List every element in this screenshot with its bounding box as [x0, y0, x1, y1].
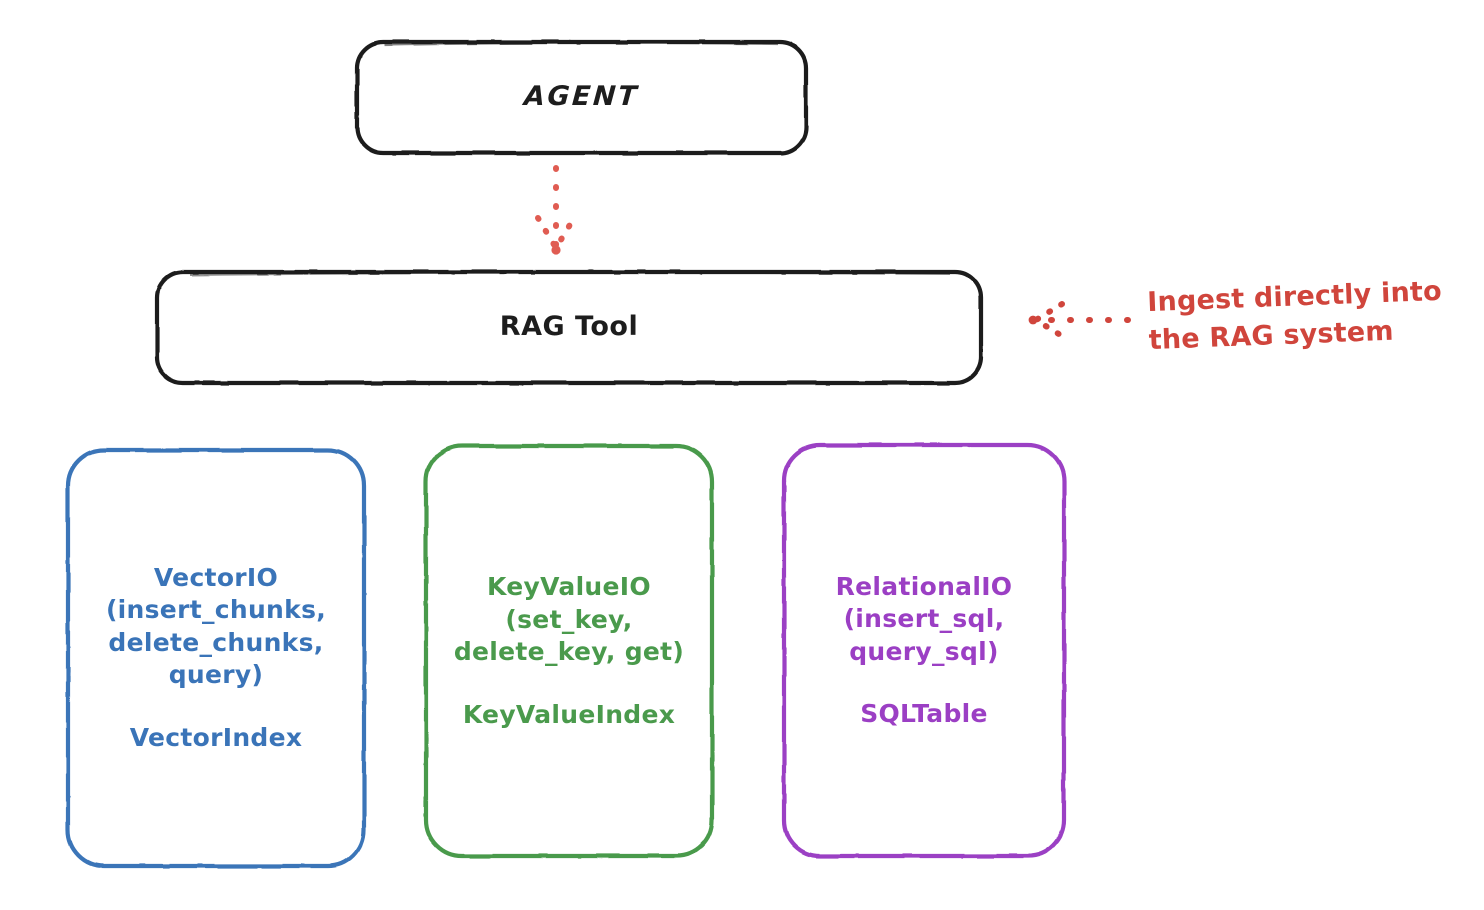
relational-io-card-outline [781, 442, 1067, 859]
relational-io-node[interactable]: RelationalIO (insert_sql, query_sql) SQL… [784, 445, 1064, 856]
ingest-annotation-text: Ingest directly into the RAG system [1146, 275, 1443, 357]
vector-io-api-label: VectorIO (insert_chunks, delete_chunks, … [105, 562, 327, 690]
agent-label: AGENT [522, 81, 641, 113]
vector-index-label: VectorIndex [129, 722, 303, 752]
key-value-io-api-label: KeyValueIO (set_key, delete_key, get) [453, 572, 685, 666]
sql-table-label: SQLTable [860, 699, 988, 728]
agent-box-outline [354, 39, 809, 156]
relational-io-api-label: RelationalIO (insert_sql, query_sql) [835, 571, 1013, 666]
rag-tool-label: RAG Tool [499, 311, 639, 343]
vector-io-node[interactable]: VectorIO (insert_chunks, delete_chunks, … [68, 450, 364, 866]
key-value-io-node[interactable]: KeyValueIO (set_key, delete_key, get) Ke… [426, 446, 712, 856]
agent-node[interactable]: AGENT [357, 42, 806, 153]
ingest-dotted-arrow [1028, 301, 1131, 339]
agent-to-rag-dotted-arrow [535, 165, 577, 255]
rag-tool-node[interactable]: RAG Tool [157, 272, 981, 383]
key-value-index-label: KeyValueIndex [462, 699, 676, 729]
key-value-io-card-outline [423, 443, 715, 859]
vector-io-card-outline [65, 447, 367, 869]
rag-tool-box-outline [154, 269, 984, 386]
